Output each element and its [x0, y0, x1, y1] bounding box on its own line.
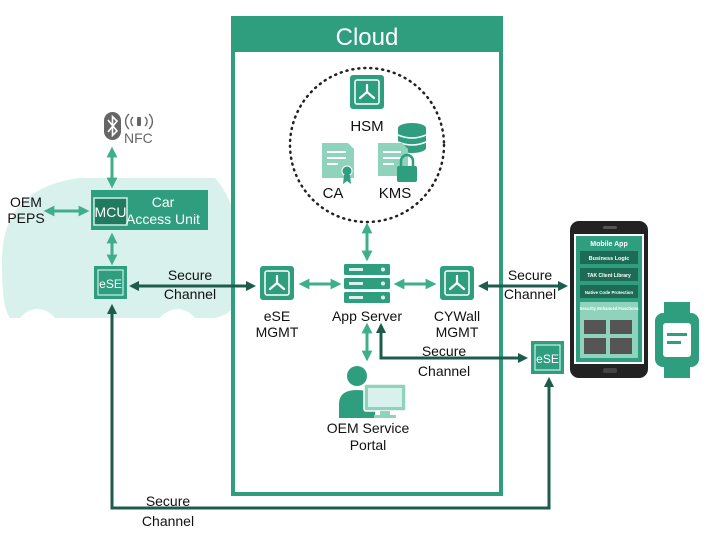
mobile-app-row-3: Native Code Protection: [585, 290, 634, 295]
certificate-icon: [322, 143, 354, 184]
car-access-unit-line1: Car: [152, 194, 175, 210]
oem-peps-label-line2: PEPS: [7, 210, 44, 226]
cywall-mgmt-line2: MGMT: [436, 324, 479, 340]
secure-channel-3-line2: Channel: [418, 363, 470, 379]
car-access-unit: MCU Car Access Unit: [91, 190, 208, 230]
nfc-icon: [124, 113, 154, 130]
secure-channel-4-line1: Secure: [146, 493, 191, 509]
mcu-label: MCU: [95, 204, 127, 220]
secure-channel-4-line2: Channel: [142, 513, 194, 529]
ca-label: CA: [323, 185, 344, 202]
ese-mgmt-line2: MGMT: [256, 324, 299, 340]
smartphone: Mobile App Business Logic TAK Client Lib…: [570, 221, 648, 378]
secure-channel-2-line1: Secure: [508, 267, 553, 283]
cywall-mgmt-icon: [440, 266, 474, 300]
cywall-mgmt-line1: CYWall: [434, 308, 480, 324]
phone-ese-chip: eSE: [531, 341, 564, 374]
hsm-label: HSM: [350, 118, 383, 135]
kms-label: KMS: [379, 185, 412, 202]
oem-portal-line1: OEM Service: [327, 420, 410, 436]
server-icon: [344, 264, 390, 303]
database-icon: [397, 123, 427, 153]
secure-channel-2-line2: Channel: [504, 286, 556, 302]
ese-mgmt-icon: [260, 266, 294, 300]
car-ese-label: eSE: [99, 277, 122, 291]
hsm-dotted-circle: [288, 66, 446, 224]
oem-portal-line2: Portal: [350, 437, 387, 453]
ese-mgmt-line1: eSE: [264, 308, 290, 324]
secure-channel-1-line2: Channel: [164, 286, 216, 302]
secure-channel-3-line1: Secure: [422, 343, 467, 359]
mobile-app-title: Mobile App: [590, 241, 627, 248]
kms-lock-icon: [378, 143, 417, 182]
cloud-title: Cloud: [336, 24, 399, 51]
car-access-unit-line2: Access Unit: [126, 211, 200, 227]
mobile-app-row-1: Business Logic: [589, 256, 630, 262]
bluetooth-icon: [104, 112, 121, 140]
mobile-app-row-2: TAK Client Library: [587, 273, 631, 279]
nfc-label: NFC: [124, 130, 153, 146]
app-server-label: App Server: [332, 308, 402, 324]
secure-channel-1-line1: Secure: [168, 267, 213, 283]
mobile-app-row-4: Security Enhanced Functions: [580, 306, 640, 311]
hsm-icon: [350, 75, 384, 109]
phone-ese-label: eSE: [536, 352, 559, 366]
car-ese-chip: eSE: [94, 266, 127, 299]
arrow-car-phone-ese-loop: [106, 303, 555, 510]
smartwatch-icon: [655, 302, 699, 378]
oem-peps-label-line1: OEM: [10, 194, 42, 210]
